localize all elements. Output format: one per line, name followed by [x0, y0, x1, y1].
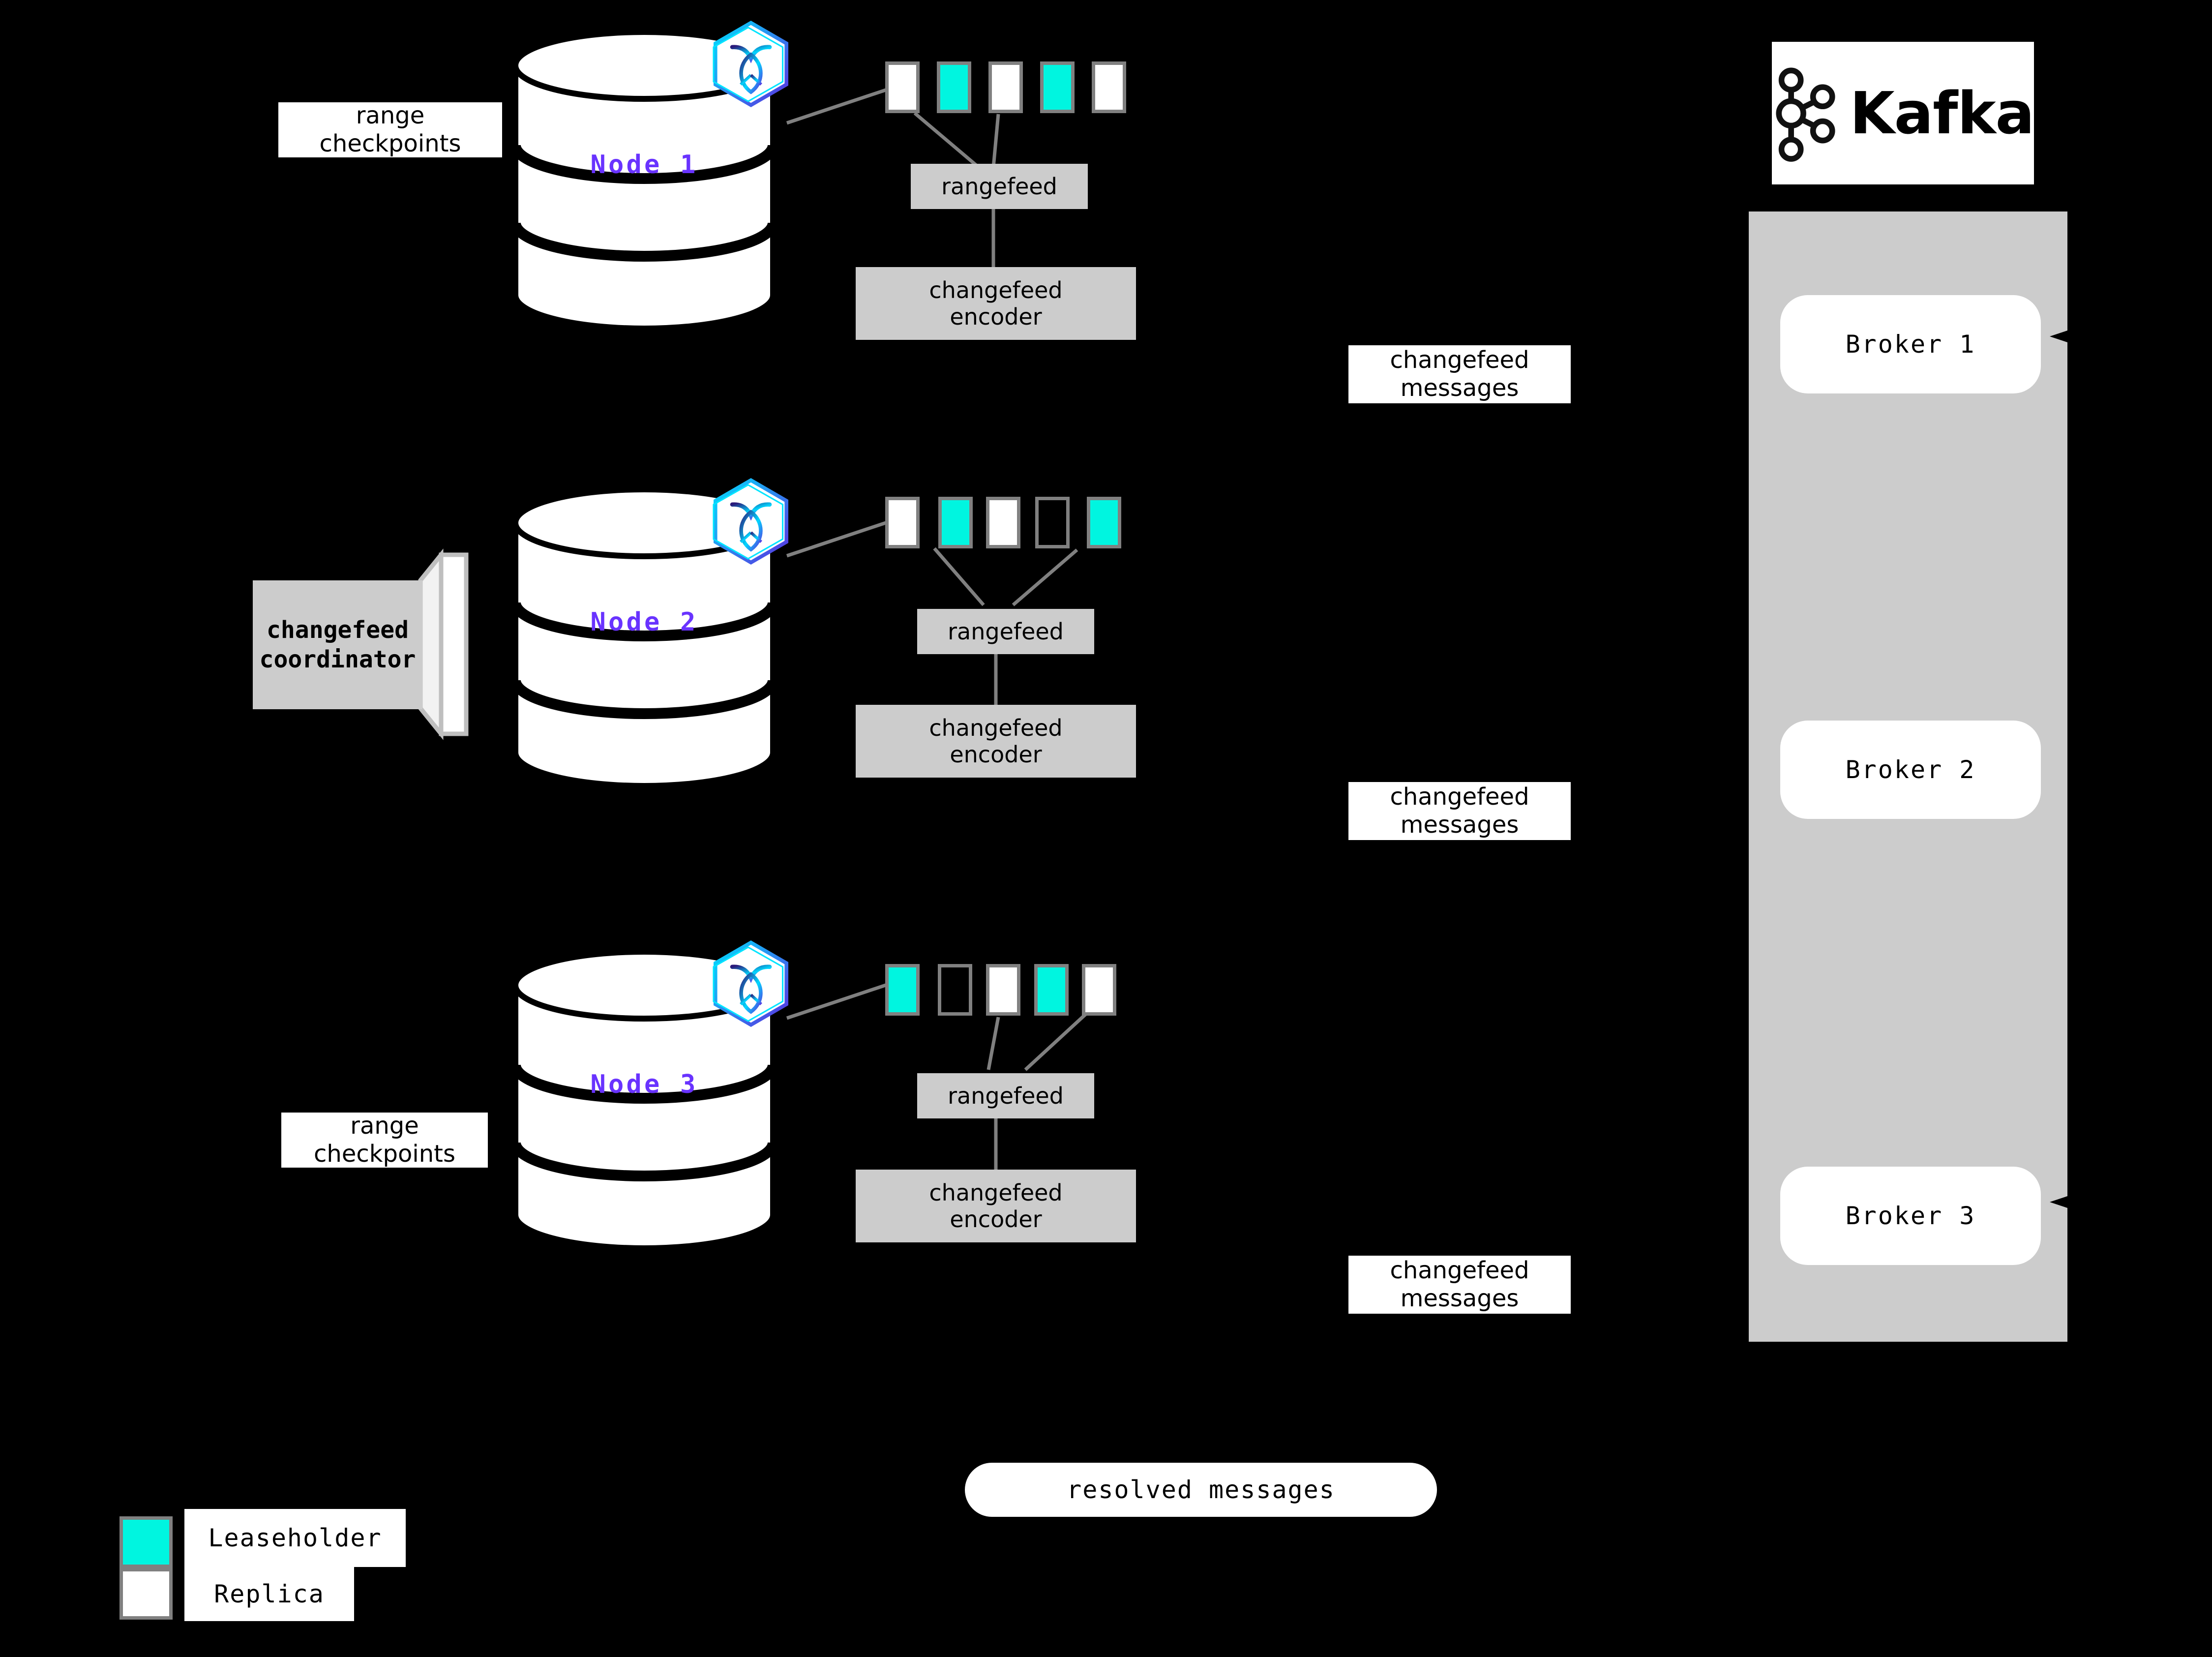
- range-empty[interactable]: [938, 964, 972, 1016]
- range-replica[interactable]: [1092, 61, 1126, 113]
- rangefeed-box-node3[interactable]: rangefeed: [917, 1073, 1094, 1118]
- database-cylinder-node1: Node 1: [511, 27, 777, 332]
- encoder-label-line2: encoder: [950, 303, 1042, 330]
- kafka-mark-icon: [1776, 67, 1835, 162]
- encoder-label-line1: changefeed: [929, 1179, 1063, 1206]
- range-checkpoints-label-node1: range checkpoints: [278, 102, 502, 157]
- kafka-logo-icon: Kafka: [1772, 42, 2034, 184]
- label-line1: range: [350, 1112, 419, 1140]
- legend-label-leaseholder: Leaseholder: [184, 1509, 406, 1567]
- range-leaseholder[interactable]: [938, 497, 973, 548]
- edge-label-line2: messages: [1400, 374, 1519, 402]
- changefeed-coordinator[interactable]: changefeed coordinator: [246, 546, 521, 743]
- rangefeed-label: rangefeed: [948, 1082, 1064, 1109]
- legend-label-replica: Replica: [184, 1567, 354, 1621]
- range-strip-node2: [885, 497, 1131, 551]
- encoder-label-line1: changefeed: [929, 714, 1063, 741]
- coordinator-label-line1: changefeed: [267, 616, 409, 644]
- label-line2: checkpoints: [314, 1140, 455, 1168]
- range-replica[interactable]: [885, 497, 920, 548]
- legend-swatch-leaseholder: [120, 1516, 173, 1568]
- rangefeed-box-node1[interactable]: rangefeed: [911, 164, 1088, 209]
- broker-label: Broker 2: [1845, 755, 1976, 784]
- database-cylinder-node3: Node 3: [511, 947, 777, 1252]
- cylinder-shape: [511, 949, 777, 1251]
- range-replica[interactable]: [988, 61, 1023, 113]
- edge-label-changefeed-messages-3: changefeed messages: [1348, 1256, 1571, 1314]
- coordinator-arrow-shape: [253, 548, 469, 740]
- rangefeed-box-node2[interactable]: rangefeed: [917, 609, 1094, 654]
- resolved-messages-label: resolved messages: [1067, 1476, 1335, 1504]
- range-replica[interactable]: [986, 964, 1020, 1016]
- range-replica[interactable]: [885, 61, 920, 113]
- range-strip-node1: [885, 61, 1131, 116]
- edge-label-line2: messages: [1400, 811, 1519, 839]
- rangefeed-label: rangefeed: [948, 618, 1064, 645]
- kafka-wordmark: Kafka: [1850, 79, 2034, 147]
- cockroachdb-hexagon-icon: [704, 17, 798, 111]
- broker-label: Broker 3: [1845, 1202, 1976, 1230]
- coordinator-label-line2: coordinator: [259, 646, 416, 673]
- cylinder-shape: [511, 29, 777, 331]
- changefeed-encoder-box-node1[interactable]: changefeed encoder: [856, 267, 1136, 340]
- broker-box-3[interactable]: Broker 3: [1780, 1167, 2041, 1265]
- edge-label-line1: changefeed: [1390, 346, 1529, 374]
- node-label: Node 1: [590, 150, 698, 180]
- encoder-label-line2: encoder: [950, 1206, 1042, 1233]
- edge-label-line1: changefeed: [1390, 1257, 1529, 1285]
- range-strip-node3: [885, 964, 1131, 1018]
- cylinder-shape: [511, 486, 777, 789]
- legend-swatch-replica: [120, 1568, 173, 1620]
- cockroachdb-hexagon-icon: [704, 475, 798, 568]
- broker-box-2[interactable]: Broker 2: [1780, 721, 2041, 819]
- resolved-messages-pill[interactable]: resolved messages: [965, 1463, 1437, 1517]
- node-label: Node 3: [590, 1070, 698, 1099]
- range-leaseholder[interactable]: [937, 61, 971, 113]
- range-checkpoints-label-node3: range checkpoints: [281, 1112, 488, 1168]
- changefeed-encoder-box-node2[interactable]: changefeed encoder: [856, 705, 1136, 778]
- cockroachdb-hexagon-icon: [704, 937, 798, 1030]
- label-line2: checkpoints: [319, 130, 461, 157]
- rangefeed-label: rangefeed: [941, 173, 1057, 200]
- edge-label-line2: messages: [1400, 1285, 1519, 1312]
- range-replica[interactable]: [1082, 964, 1116, 1016]
- encoder-label-line1: changefeed: [929, 276, 1063, 303]
- range-empty[interactable]: [1035, 497, 1070, 548]
- changefeed-encoder-box-node3[interactable]: changefeed encoder: [856, 1170, 1136, 1242]
- range-leaseholder[interactable]: [885, 964, 920, 1016]
- range-leaseholder[interactable]: [1087, 497, 1121, 548]
- label-line1: range: [356, 102, 425, 130]
- range-replica[interactable]: [986, 497, 1020, 548]
- edge-label-changefeed-messages-1: changefeed messages: [1348, 345, 1571, 403]
- broker-label: Broker 1: [1845, 330, 1976, 359]
- edge-label-line1: changefeed: [1390, 783, 1529, 811]
- node-label: Node 2: [590, 607, 698, 637]
- broker-box-1[interactable]: Broker 1: [1780, 295, 2041, 393]
- range-leaseholder[interactable]: [1034, 964, 1069, 1016]
- encoder-label-line2: encoder: [950, 741, 1042, 768]
- edge-label-changefeed-messages-2: changefeed messages: [1348, 782, 1571, 840]
- database-cylinder-node2: Node 2: [511, 484, 777, 789]
- range-leaseholder[interactable]: [1040, 61, 1075, 113]
